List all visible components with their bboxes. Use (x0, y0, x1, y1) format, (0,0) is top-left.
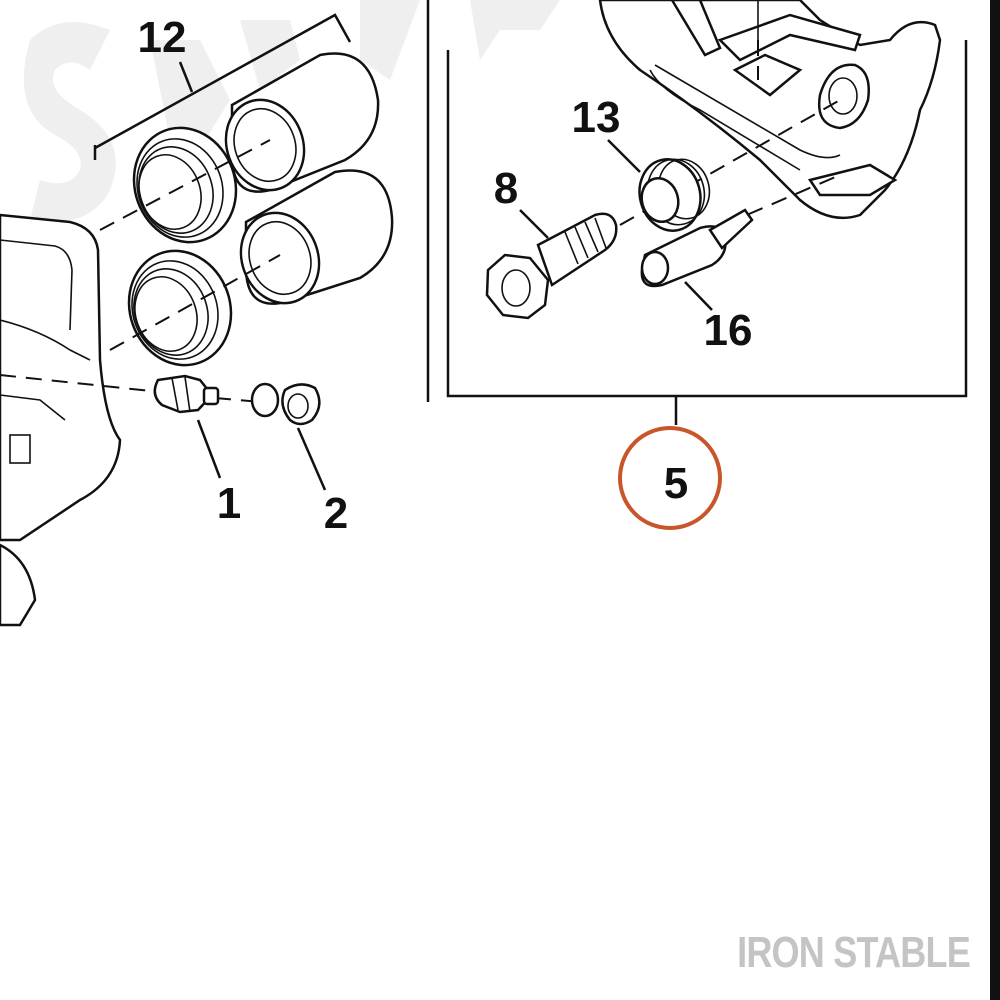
group-box-5 (426, 0, 968, 425)
bracket-12 (93, 13, 352, 160)
caliper-bracket (598, 0, 942, 220)
caliper-body (0, 213, 122, 627)
highlight-circle (618, 426, 722, 530)
piston-lower (239, 169, 394, 305)
callout-5: 5 (664, 459, 688, 508)
axis-lines-right (619, 40, 841, 236)
callout-13: 13 (572, 93, 621, 142)
callout-16: 16 (704, 306, 753, 355)
bleeder-cap (250, 382, 321, 426)
seal-lower (127, 249, 233, 367)
bleeder-screw (153, 374, 220, 414)
seal-upper (132, 126, 238, 244)
callout-12: 12 (138, 13, 187, 62)
slide-pin-bolt (485, 212, 618, 320)
callout-8: 8 (494, 164, 518, 213)
leaders-right (519, 139, 713, 311)
callout-2: 2 (324, 489, 348, 538)
guide-pin (640, 208, 754, 288)
right-edge-bar (990, 0, 1000, 1000)
callout-1: 1 (217, 479, 241, 528)
slide-pin-boot (638, 158, 711, 232)
brand-watermark: IRON STABLE (737, 928, 971, 977)
leaders-left (196, 419, 327, 491)
piston-upper (224, 52, 380, 193)
